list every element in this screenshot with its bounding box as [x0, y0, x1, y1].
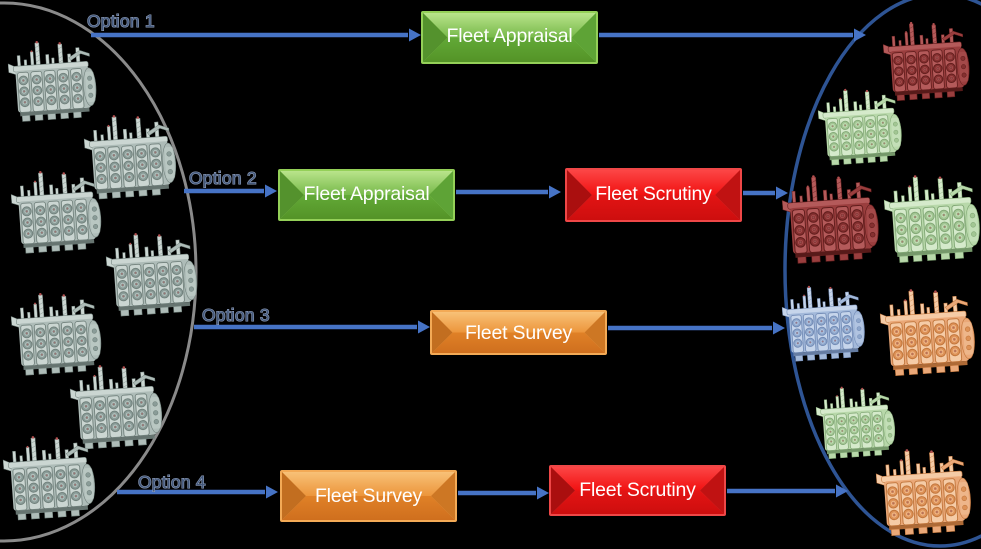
- svg-text:Fleet Scrutiny: Fleet Scrutiny: [595, 183, 712, 205]
- svg-text:Fleet Appraisal: Fleet Appraisal: [447, 25, 573, 47]
- svg-text:Option 4: Option 4: [138, 472, 206, 492]
- svg-text:Option 1: Option 1: [87, 11, 155, 31]
- svg-text:Option 2: Option 2: [189, 168, 257, 188]
- svg-text:Fleet Survey: Fleet Survey: [465, 322, 573, 344]
- svg-text:Option 3: Option 3: [202, 305, 270, 325]
- svg-text:Fleet Scrutiny: Fleet Scrutiny: [579, 479, 696, 501]
- svg-text:Fleet Survey: Fleet Survey: [315, 485, 423, 507]
- svg-text:Fleet Appraisal: Fleet Appraisal: [304, 183, 430, 205]
